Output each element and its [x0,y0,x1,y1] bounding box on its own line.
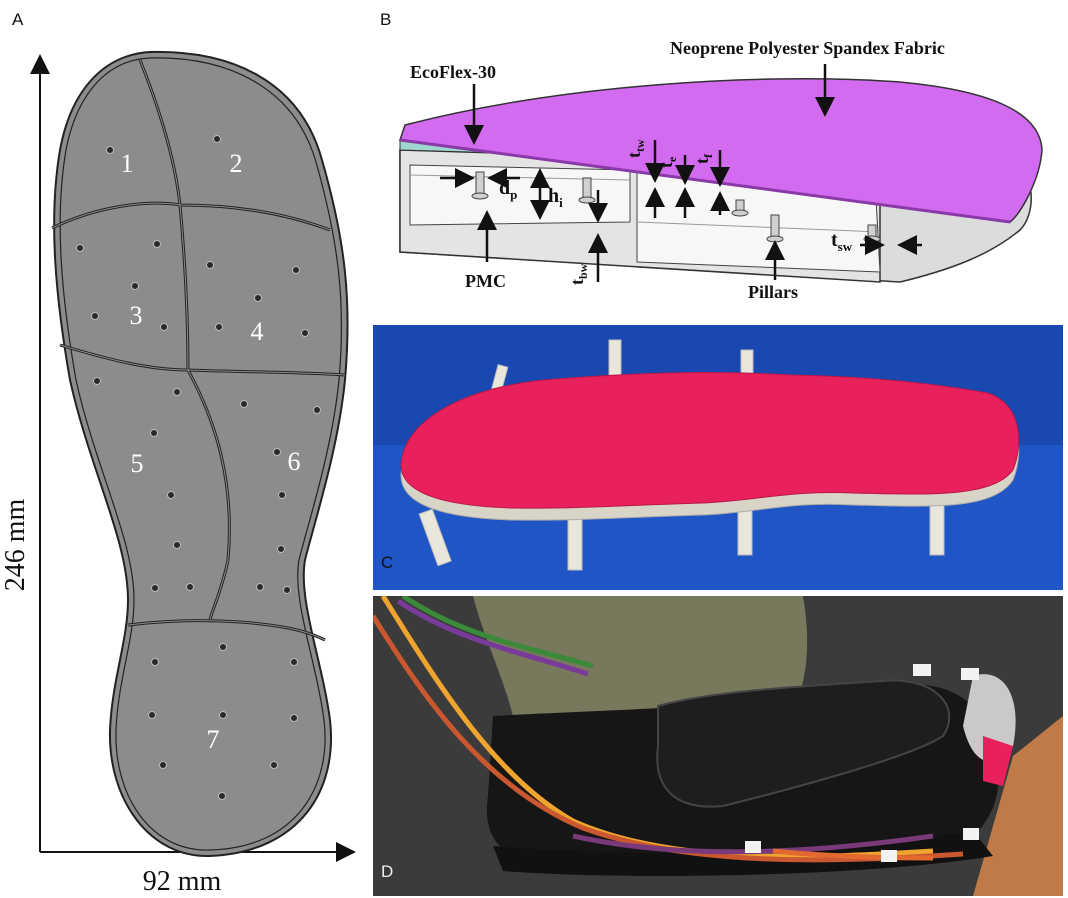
zone-label-3: 3 [130,301,143,330]
pink-insole [400,372,1020,509]
panel-c-photo: C [373,325,1063,590]
panel-d-shoe-photo [373,596,1063,896]
panel-label-c: C [381,553,394,572]
insole-inner-outline [59,57,343,851]
zone-label-1: 1 [121,149,134,178]
height-dimension-label: 246 mm [0,499,31,592]
panel-label-d: D [381,862,394,881]
zone-label-2: 2 [230,149,243,178]
zone-label-4: 4 [251,317,264,346]
panel-label-a: A [12,10,24,29]
zone-label-5: 5 [131,449,144,478]
sensor-dots [76,135,321,800]
panel-label-b: B [380,10,392,29]
width-dimension-label: 92 mm [143,866,222,897]
panel-d-photo: D [373,596,1063,896]
zone-label-7: 7 [207,725,220,754]
panel-c-insole-photo [373,325,1063,590]
zone-label-6: 6 [288,447,301,476]
insole-outline [53,50,349,858]
